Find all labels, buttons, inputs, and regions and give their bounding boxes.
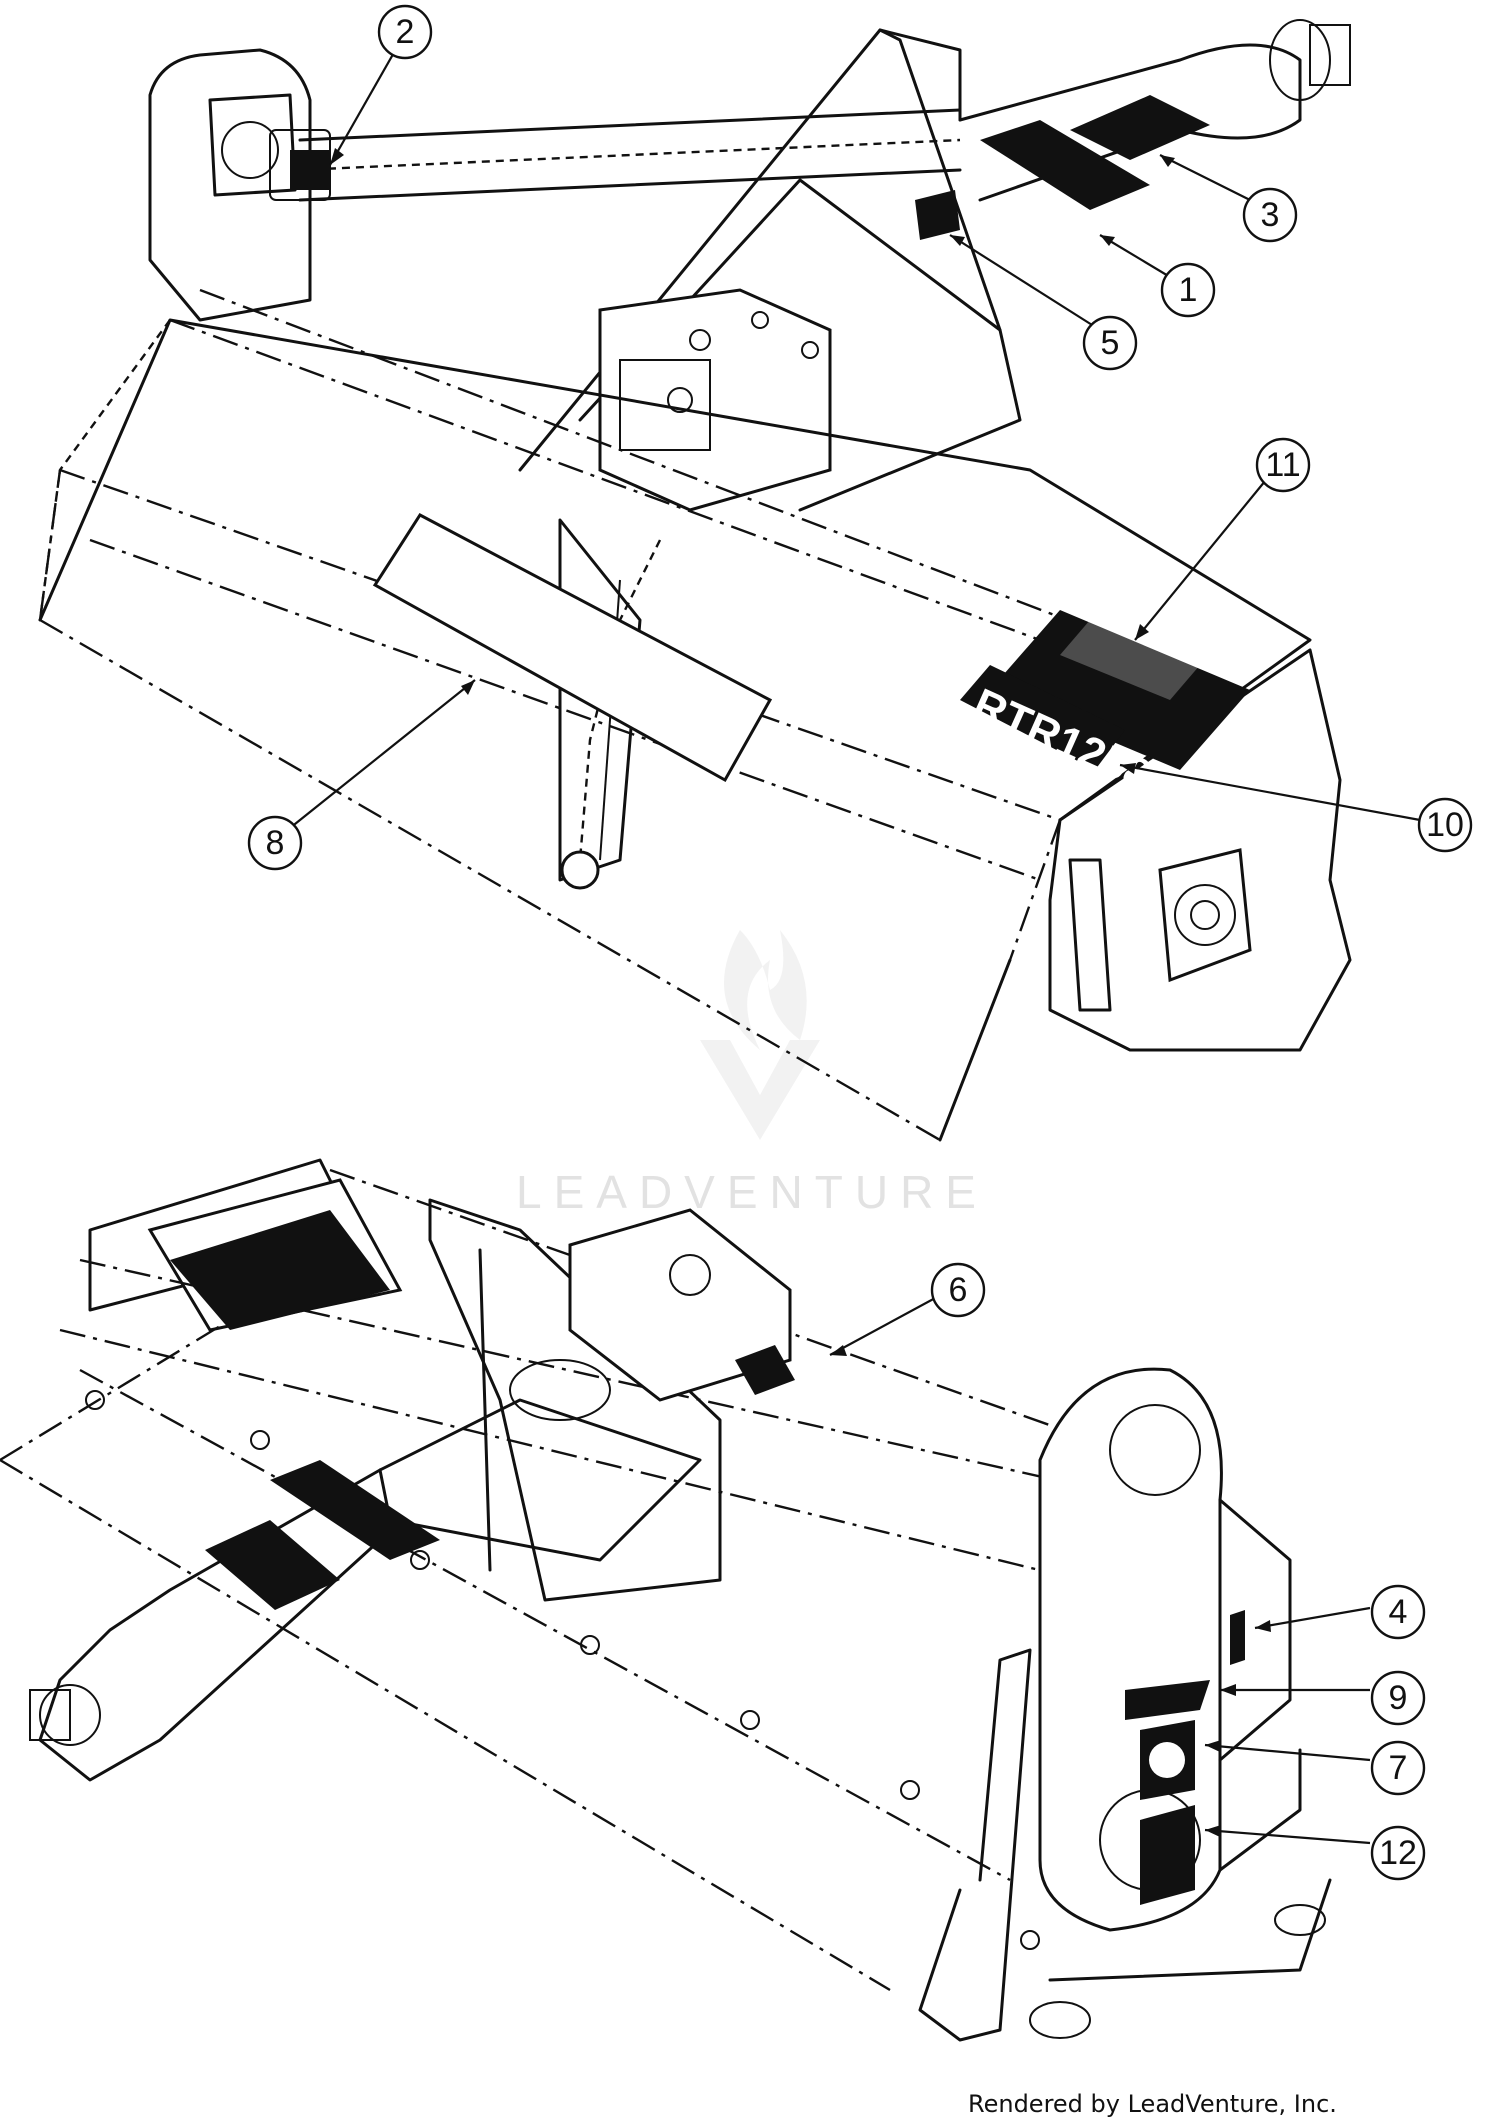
svg-text:1: 1 <box>1179 271 1198 309</box>
svg-text:6: 6 <box>949 1271 968 1309</box>
decal-1-shape <box>980 120 1150 210</box>
svg-text:7: 7 <box>1389 1749 1408 1787</box>
svg-text:11: 11 <box>1265 446 1300 484</box>
callout-5: 5 <box>1082 315 1138 371</box>
callouts: 2 3 1 5 11 10 8 6 <box>247 4 1473 1881</box>
credit-text: Rendered by LeadVenture, Inc. <box>968 2090 1337 2118</box>
callout-3: 3 <box>1242 187 1298 243</box>
callout-7: 7 <box>1370 1740 1426 1796</box>
callout-10: 10 <box>1417 797 1473 853</box>
svg-text:3: 3 <box>1261 196 1280 234</box>
bottom-assembly <box>0 1158 1332 2042</box>
watermark-logo <box>700 930 820 1140</box>
top-assembly: RTR1258 <box>38 19 1352 1142</box>
callout-8: 8 <box>247 815 303 871</box>
svg-text:2: 2 <box>396 13 415 51</box>
decal-2-shape <box>290 150 330 190</box>
decal-3-shape <box>1070 95 1210 160</box>
decal-9-shape <box>1125 1680 1210 1720</box>
decal-7-shape <box>1140 1720 1195 1800</box>
decal-8-shape <box>372 513 773 783</box>
svg-text:5: 5 <box>1101 324 1120 362</box>
callout-11: 11 <box>1255 437 1311 493</box>
callout-4: 4 <box>1370 1584 1426 1640</box>
callout-6: 6 <box>930 1262 986 1318</box>
watermark-text: LEADVENTURE <box>516 1166 988 1218</box>
callout-9: 9 <box>1370 1670 1426 1726</box>
decal-5-shape <box>915 190 960 240</box>
decal-6-shape <box>735 1345 795 1395</box>
callout-12: 12 <box>1370 1825 1426 1881</box>
svg-text:4: 4 <box>1389 1593 1408 1631</box>
decal-11-shape <box>990 610 1250 770</box>
decal-bottom-left-panel <box>170 1210 390 1330</box>
decal-12-shape <box>1140 1805 1195 1905</box>
svg-text:10: 10 <box>1426 806 1464 844</box>
callout-1: 1 <box>1160 262 1216 318</box>
callout-2: 2 <box>377 4 433 60</box>
decal-pto-bottom <box>205 1460 440 1610</box>
decal-10-shape <box>960 665 1125 770</box>
svg-text:12: 12 <box>1379 1834 1417 1872</box>
svg-text:9: 9 <box>1389 1679 1408 1717</box>
decal-4-shape <box>1230 1610 1245 1665</box>
svg-text:8: 8 <box>266 824 285 862</box>
